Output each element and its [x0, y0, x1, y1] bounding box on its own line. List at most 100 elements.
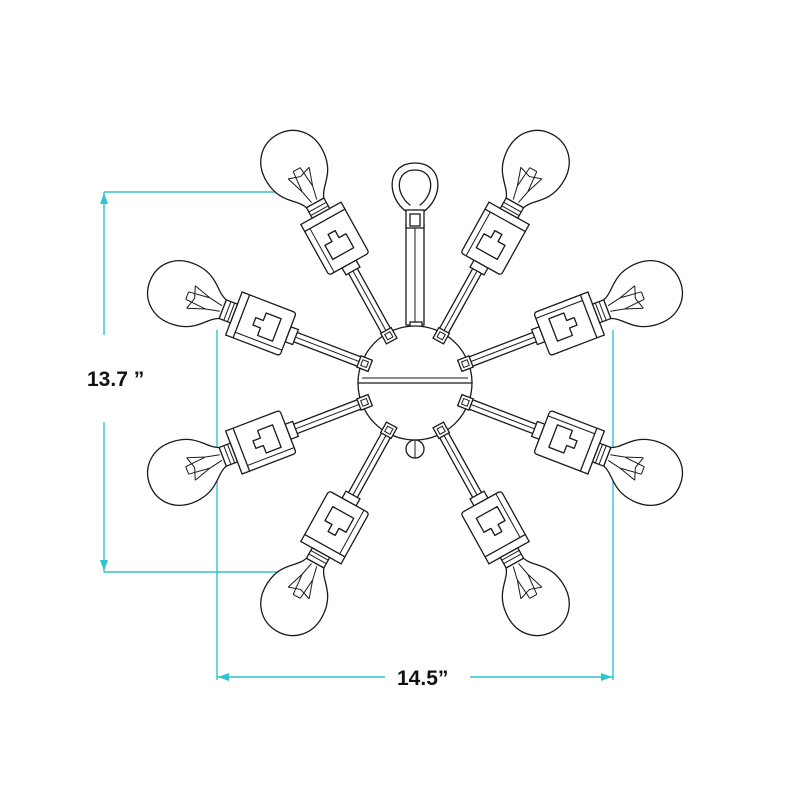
arm-7 [436, 428, 570, 637]
bulb-thread-1 [227, 444, 236, 464]
loop-collar-nut [409, 213, 421, 227]
hub-nut-8 [379, 421, 398, 440]
bulb-thread-2 [223, 445, 232, 465]
arm-rod-seam [441, 267, 480, 335]
arm-rod-seam [441, 431, 480, 499]
bulb-filament [607, 454, 645, 481]
width-arrow-left [218, 673, 229, 681]
bulb-glass [602, 438, 684, 506]
hub-nut-inner [384, 331, 394, 341]
socket-key-slot [475, 229, 506, 261]
bulb-glass [146, 260, 228, 328]
hub-nut-2 [379, 326, 398, 345]
bulb-thread-1 [501, 550, 520, 561]
socket-key-slot [324, 505, 355, 537]
bulb-thread-2 [308, 553, 327, 565]
bulb-filament [185, 454, 223, 481]
hanging-loop-assembly [391, 162, 439, 332]
bulb-thread-2 [598, 301, 607, 321]
hub-nut-5 [456, 393, 475, 411]
height-arrow-bottom [100, 560, 108, 571]
arm-6 [146, 397, 366, 506]
bulb-filament [185, 285, 223, 312]
socket-rim-line [535, 299, 585, 319]
hub-nut-inner [436, 331, 446, 341]
width-label: 14.5” [397, 667, 448, 690]
hub-nut [432, 326, 451, 345]
arms-layer [146, 129, 684, 637]
hub-nut-6 [355, 393, 374, 411]
bulb-thread-1 [310, 205, 329, 216]
socket-key-slot [548, 312, 578, 342]
hub-nut [355, 393, 374, 411]
hub-nut-inner [460, 359, 470, 369]
height-arrow-top [100, 193, 108, 204]
hub-nut-inner [384, 425, 394, 435]
arm-3 [464, 260, 684, 369]
socket-key-slot [252, 312, 282, 342]
socket-rim-line [465, 210, 492, 257]
bulb-glass [501, 129, 570, 209]
arm-1 [436, 129, 570, 338]
hub-nut [456, 393, 475, 411]
width-arrow-right [601, 673, 612, 681]
bulb-glass [260, 129, 329, 209]
bulb-thread-1 [501, 205, 520, 216]
hub-nut [379, 326, 398, 345]
bulb-thread-1 [310, 550, 329, 561]
arm-rod-seam [467, 402, 539, 431]
hub-nut-inner [360, 359, 370, 369]
hub-nut [432, 421, 451, 440]
hub-nut [379, 421, 398, 440]
bulb-thread-1 [227, 302, 236, 322]
bulb-glass [146, 438, 228, 506]
socket-rim-line [245, 447, 295, 467]
hub-nut-1 [432, 326, 451, 345]
bulb-thread-2 [503, 201, 522, 213]
arm-rod-seam [291, 335, 363, 364]
hub-nut-4 [355, 355, 374, 373]
socket-key-slot [475, 505, 506, 537]
arm-rod-seam [350, 431, 389, 499]
socket-rim-line [495, 493, 522, 540]
socket-rim-line [233, 331, 283, 351]
socket-key-slot [548, 424, 578, 454]
bulb-thread-2 [598, 445, 607, 465]
bulb-glass [501, 557, 570, 637]
arm-8 [260, 428, 394, 637]
central-hub [357, 325, 473, 459]
arm-rod-seam [291, 402, 363, 431]
hub-nut-inner [360, 397, 370, 407]
bulb-filament [512, 563, 543, 600]
bulb-thread-1 [594, 444, 603, 464]
height-label: 13.7 ” [87, 368, 144, 391]
width-dimension [216, 330, 614, 681]
bulb-thread-2 [223, 301, 232, 321]
socket-rim-line [547, 415, 597, 435]
hub-nut-inner [436, 425, 446, 435]
bulb-thread-1 [594, 302, 603, 322]
arm-4 [146, 260, 366, 369]
hanging-loop-inner [398, 169, 432, 206]
hub-nut [456, 355, 475, 373]
bulb-thread-2 [503, 553, 522, 565]
hub-nuts-layer [355, 326, 475, 440]
arm-5 [464, 397, 684, 506]
hub-nut-3 [456, 355, 475, 373]
arm-rod-seam [467, 335, 539, 364]
bulb-filament [607, 285, 645, 312]
socket-key-slot [324, 229, 355, 261]
bulb-filament [287, 563, 318, 600]
bulb-thread-2 [308, 201, 327, 213]
bulb-filament [512, 166, 543, 203]
bulb-glass [602, 260, 684, 328]
socket-rim-line [338, 509, 365, 556]
hub-nut [355, 355, 374, 373]
socket-rim-line [308, 226, 335, 273]
bulb-filament [287, 166, 318, 203]
hub-nut-inner [460, 397, 470, 407]
socket-key-slot [252, 424, 282, 454]
arm-2 [260, 129, 394, 338]
